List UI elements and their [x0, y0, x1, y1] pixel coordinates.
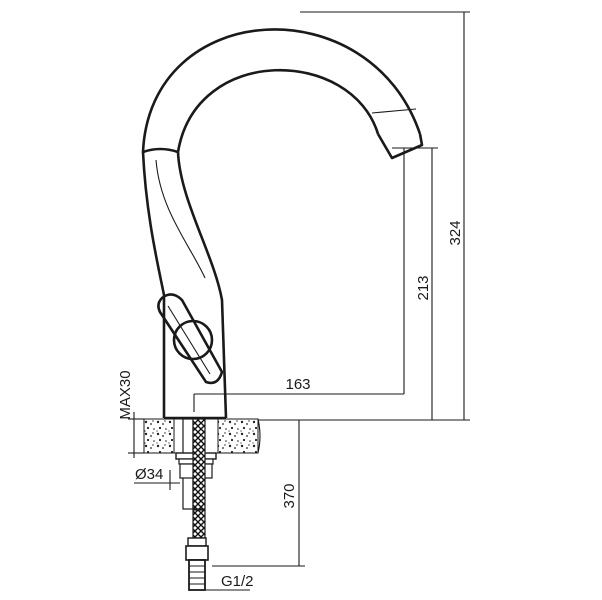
dim-spout-height: 213: [415, 275, 432, 300]
dim-max-counter: MAX30: [117, 370, 134, 419]
spout-outer-curve: [141, 28, 422, 153]
dimension-labels: 324 213 163 MAX30 Ø34 370 G1/2: [117, 220, 464, 590]
braided-hose: [185, 418, 209, 591]
body-seam: [142, 147, 179, 154]
body-left-outline: [141, 151, 166, 418]
dim-diameter: Ø34: [135, 466, 163, 483]
dim-spout-reach: 163: [285, 376, 310, 393]
spout-tip: [376, 133, 424, 160]
dim-height-total: 324: [447, 220, 464, 245]
countertop: [143, 418, 261, 454]
body-right-outline: [176, 151, 228, 419]
dimension-lines: [128, 11, 470, 591]
dim-hose-length: 370: [281, 483, 298, 508]
dim-thread: G1/2: [221, 573, 254, 590]
spout-inner-curve: [176, 68, 380, 153]
faucet-body: [141, 28, 424, 420]
lever-handle: [157, 293, 224, 385]
